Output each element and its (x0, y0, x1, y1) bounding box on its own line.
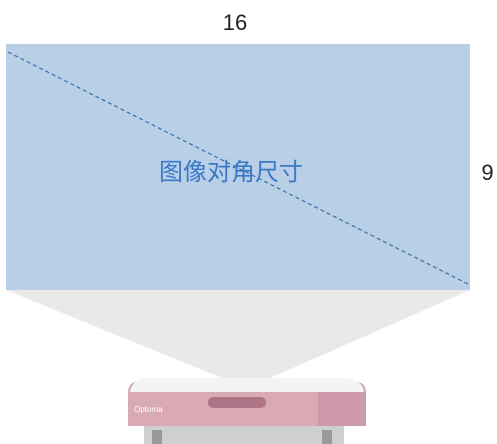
projector-brand: Optoma (134, 405, 163, 414)
projection-beam (6, 290, 470, 378)
width-ratio-label: 16 (222, 10, 248, 35)
diagonal-line (7, 51, 469, 285)
projector-icon: Optoma (128, 378, 366, 444)
height-ratio-label: 9 (481, 160, 494, 185)
diagonal-size-label: 图像对角尺寸 (159, 158, 303, 186)
projected-screen (6, 44, 470, 290)
